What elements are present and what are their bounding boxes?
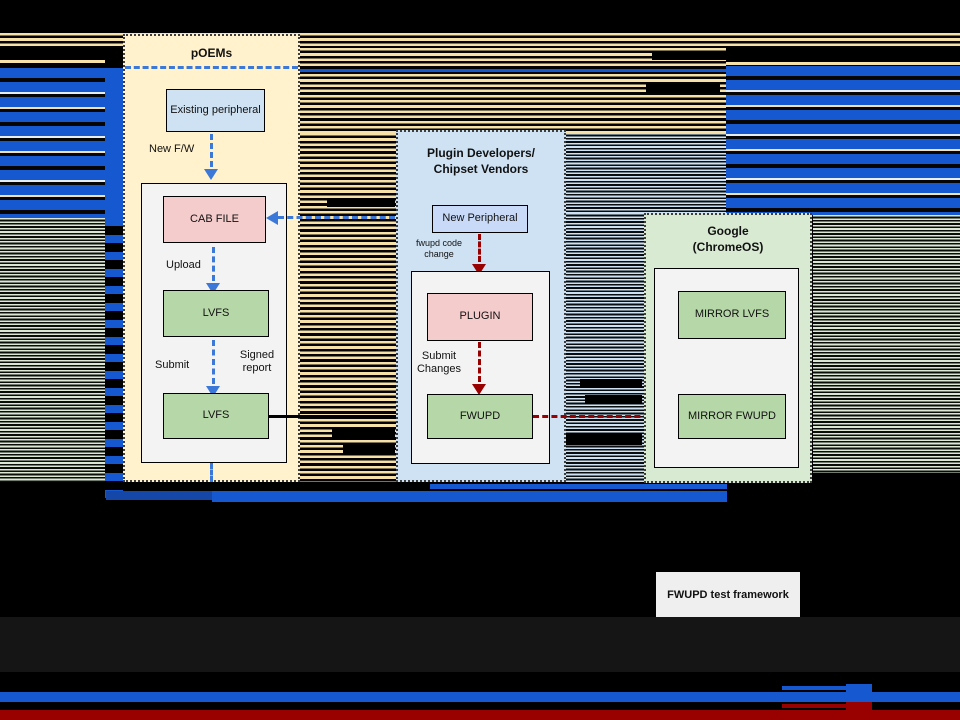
cab-file-label: CAB FILE [190, 212, 239, 225]
stripe-band-blue-left [0, 68, 123, 218]
lvfs-upload-label: LVFS [202, 306, 230, 319]
google-title-line2: (ChromeOS) [692, 239, 764, 254]
fwupd-test-framework-box: FWUPD test framework [656, 572, 800, 617]
arrow-cab-to-lvfs [212, 247, 215, 281]
mirror-fwupd-label: MIRROR FWUPD [688, 409, 776, 422]
existing-peripheral-box: Existing peripheral [166, 89, 265, 132]
lvfs-upload-box: LVFS [163, 290, 269, 337]
new-peripheral-label: New Peripheral [442, 212, 518, 225]
bottom-red-thin-line [782, 704, 846, 708]
submit-label: Submit [155, 359, 190, 371]
arrow-fwupd-to-mirror [533, 415, 668, 418]
artifact-black-blob [343, 445, 395, 455]
poems-divider-dashed-line [125, 66, 298, 69]
stripe-band-blue-right [726, 66, 960, 215]
arrow-lvfs-to-lvfs [212, 340, 215, 384]
submit-changes-label: Submit Changes [416, 350, 462, 376]
arrow-lvfs-to-fwupd [269, 415, 415, 418]
poems-bottom-dashed-stub [210, 463, 213, 482]
artifact-blue-line [430, 484, 727, 489]
arrow-left-icon [266, 211, 278, 225]
arrow-newperipheral-to-plugin [478, 234, 481, 262]
poems-title: pOEMs [190, 46, 233, 60]
arrow-existing-to-cab [210, 134, 213, 167]
stripe-band-bluefine-mid [565, 133, 726, 213]
bottom-dark-band [0, 617, 960, 672]
artifact-blue-bar [212, 491, 727, 502]
artifact-black-blob [580, 379, 642, 388]
artifact-blue-line-top [300, 69, 960, 72]
google-title: Google (ChromeOS) [644, 224, 812, 255]
artifact-black-blob [332, 428, 395, 440]
stripe-line-cream-left [0, 60, 105, 63]
plugin-box-label: PLUGIN [459, 310, 501, 323]
bottom-blue-block [846, 684, 872, 704]
stripe-band-green-left [0, 218, 105, 482]
arrow-down-icon [204, 169, 218, 180]
arrow-down-icon [206, 283, 220, 294]
google-title-line1: Google [707, 224, 749, 238]
arrow-plugin-to-fwupd [478, 342, 481, 382]
upload-label: Upload [166, 259, 201, 271]
stripe-band-tan-mid-col [300, 133, 396, 482]
fwupd-test-framework-label: FWUPD test framework [667, 588, 789, 601]
new-peripheral-box: New Peripheral [432, 205, 528, 233]
artifact-blue-bar-dark [106, 491, 212, 500]
mirror-fwupd-box: MIRROR FWUPD [678, 394, 786, 439]
mirror-lvfs-box: MIRROR LVFS [678, 291, 786, 339]
arrow-down-icon [472, 264, 486, 275]
fwupd-code-change-label: fwupd code change [415, 238, 463, 259]
artifact-black-blob [646, 84, 720, 93]
existing-peripheral-label: Existing peripheral [170, 103, 261, 116]
plugin-box: PLUGIN [427, 293, 533, 341]
cab-file-box: CAB FILE [163, 196, 266, 243]
plugin-title-line1: Plugin Developers/ [426, 146, 536, 160]
arrow-down-icon [472, 384, 486, 395]
bottom-red-bar [0, 710, 960, 720]
arrow-newperipheral-to-cab [278, 216, 432, 219]
artifact-black-blob [566, 433, 642, 445]
artifact-black-blob [652, 52, 840, 60]
lvfs-submit-label: LVFS [202, 409, 230, 422]
artifact-black-blob [585, 395, 642, 404]
plugin-title: Plugin Developers/ Chipset Vendors [396, 146, 566, 177]
mirror-lvfs-label: MIRROR LVFS [694, 308, 770, 321]
new-fw-label: New F/W [149, 143, 195, 155]
plugin-title-line2: Chipset Vendors [433, 161, 529, 176]
arrow-down-icon [206, 386, 220, 397]
artifact-blue-bar-left [105, 68, 123, 218]
bottom-blue-bar [0, 692, 960, 702]
stripe-line-cream-right [726, 62, 960, 65]
fwupd-box: FWUPD [427, 394, 533, 439]
signed-report-label: Signed report [239, 349, 275, 375]
lvfs-submit-box: LVFS [163, 393, 269, 439]
fwupd-box-label: FWUPD [459, 409, 501, 422]
artifact-black-blob [327, 198, 395, 207]
bottom-blue-thin-line [782, 686, 870, 690]
artifact-blue-dashes-left [105, 218, 123, 500]
stripe-band-green-right [813, 215, 960, 473]
